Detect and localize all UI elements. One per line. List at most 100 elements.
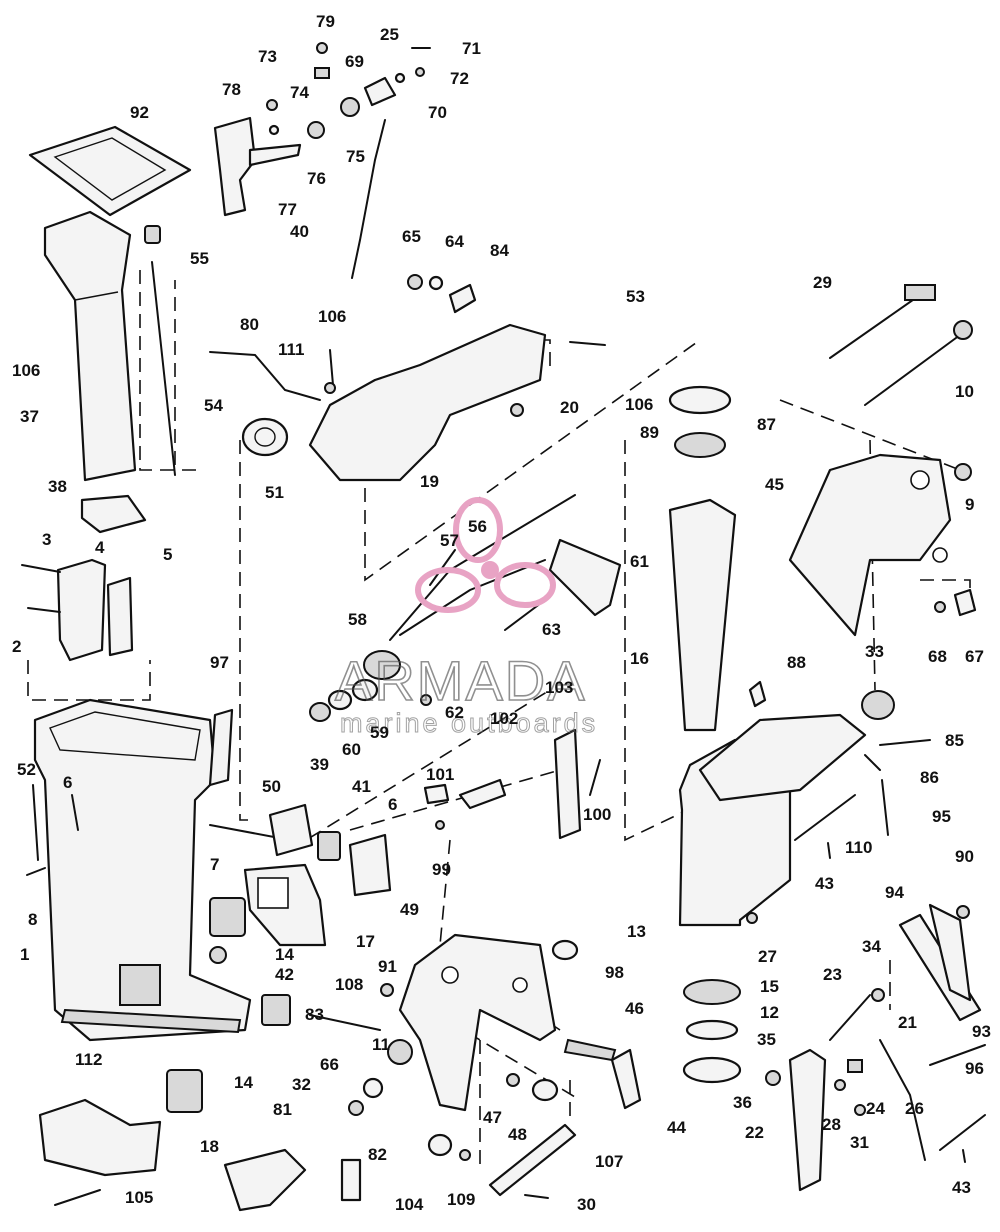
callout-82: 82 (368, 1145, 387, 1164)
gasket-92 (28, 125, 192, 217)
callout-47: 47 (483, 1108, 502, 1127)
callout-89: 89 (640, 423, 659, 442)
arm-78 (213, 116, 257, 217)
callout-57: 57 (440, 531, 459, 550)
bracket-24 (847, 1059, 863, 1073)
propeller-hub (481, 561, 499, 579)
callout-12: 12 (760, 1003, 779, 1022)
callout-69: 69 (345, 52, 364, 71)
disc-104 (427, 1133, 453, 1157)
callout-27: 27 (758, 947, 777, 966)
callout-76: 76 (307, 169, 326, 188)
pin-23 (829, 994, 871, 1041)
callout-19: 19 (420, 472, 439, 491)
callout-74: 74 (290, 83, 309, 102)
callout-43b: 43 (952, 1178, 971, 1197)
bushing-59 (351, 678, 379, 702)
callout-24: 24 (866, 1099, 885, 1118)
rod-26 (939, 1114, 986, 1151)
washer-34 (871, 988, 885, 1002)
link-107 (488, 1123, 577, 1197)
spring-95 (881, 779, 889, 836)
callout-84: 84 (490, 241, 509, 260)
bushing-15 (683, 979, 741, 1005)
screw-99 (435, 820, 445, 830)
callout-9: 9 (965, 495, 974, 514)
callout-14b: 14 (234, 1073, 253, 1092)
nut-9 (954, 463, 972, 481)
washer-42 (209, 946, 227, 964)
callout-79: 79 (316, 12, 335, 31)
callout-14a: 14 (275, 945, 294, 964)
cover-4 (56, 558, 107, 662)
fitting-20 (510, 403, 524, 417)
cover-18 (38, 1098, 162, 1177)
callout-6b: 6 (388, 795, 397, 814)
lockwasher-64 (428, 275, 444, 291)
callout-53: 53 (626, 287, 645, 306)
propeller-blade-3 (494, 562, 556, 608)
rubber-14b (166, 1069, 203, 1113)
o-ring-12 (685, 1019, 739, 1041)
bushing-33 (861, 690, 895, 720)
callout-29: 29 (813, 273, 832, 292)
screw-6a (71, 794, 79, 831)
callout-67: 67 (965, 647, 984, 666)
callout-22: 22 (745, 1123, 764, 1142)
callout-43a: 43 (815, 874, 834, 893)
clamp-6b (348, 833, 392, 897)
seal-38 (80, 494, 147, 534)
screw-30 (524, 1194, 549, 1199)
callout-86: 86 (920, 768, 939, 787)
callout-64: 64 (445, 232, 464, 251)
bushing-60 (327, 689, 353, 711)
callout-93: 93 (972, 1022, 991, 1041)
screw-53 (569, 341, 606, 346)
grommet-51 (241, 417, 289, 457)
screw-79 (316, 42, 328, 54)
callout-59: 59 (370, 723, 389, 742)
callout-31: 31 (850, 1133, 869, 1152)
watermark-brand: ARMADA (335, 649, 587, 712)
bracket-19 (308, 323, 547, 482)
callout-52: 52 (17, 760, 36, 779)
callout-87: 87 (757, 415, 776, 434)
callout-37: 37 (20, 407, 39, 426)
swivel-bracket-49 (398, 933, 557, 1112)
bushing-75 (340, 97, 360, 117)
callout-32: 32 (292, 1075, 311, 1094)
callout-66: 66 (320, 1055, 339, 1074)
grommet-58 (363, 650, 401, 680)
callout-100: 100 (583, 805, 611, 824)
exhaust-housing-1 (33, 698, 252, 1042)
tilt-lever-22 (788, 1048, 827, 1192)
nut-32 (348, 1100, 364, 1116)
callout-80: 80 (240, 315, 259, 334)
grommet-55 (144, 225, 161, 244)
callout-104: 104 (395, 1195, 424, 1214)
bracket-81 (223, 1148, 307, 1212)
callout-8: 8 (28, 910, 37, 929)
callout-56: 56 (468, 517, 487, 536)
disc-98 (551, 939, 579, 961)
callout-21: 21 (898, 1013, 917, 1032)
callout-102: 102 (490, 709, 518, 728)
callout-61: 61 (630, 552, 649, 571)
callout-51: 51 (265, 483, 284, 502)
bushing-89 (674, 432, 726, 458)
callout-33: 33 (865, 642, 884, 661)
seal-35 (682, 1056, 742, 1084)
callout-110: 110 (845, 838, 872, 857)
callout-109: 109 (447, 1190, 475, 1209)
pin-43b (962, 1149, 966, 1163)
link-77 (248, 143, 302, 167)
screw-62 (420, 694, 432, 706)
callout-97: 97 (210, 653, 229, 672)
callout-101: 101 (426, 765, 454, 784)
callout-91: 91 (378, 957, 397, 976)
seal-87 (668, 385, 732, 415)
link-103 (553, 728, 582, 840)
tilt-lever-44 (610, 1048, 642, 1110)
screw-28 (834, 1079, 846, 1091)
lever-94 (928, 903, 972, 1002)
